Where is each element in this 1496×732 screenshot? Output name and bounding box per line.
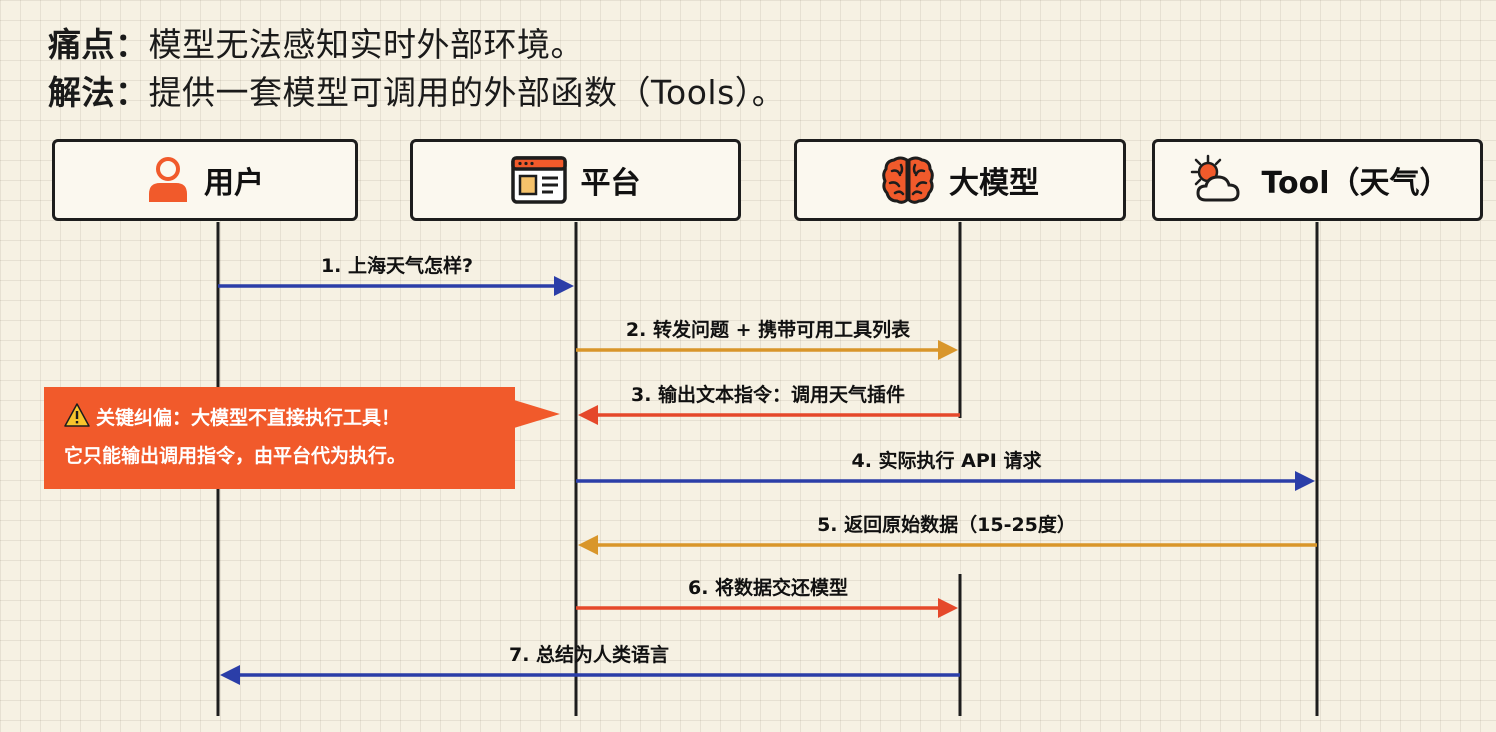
message-label-4: 4. 实际执行 API 请求 (851, 450, 1042, 472)
message-label-7: 7. 总结为人类语言 (508, 644, 670, 666)
pain-point-text: 模型无法感知实时外部环境。 (148, 25, 584, 64)
actor-llm: 大模型 (794, 139, 1126, 221)
actor-user: 用户 (52, 139, 358, 221)
actor-llm-label: 大模型 (949, 166, 1039, 201)
solution-line: 解法：提供一套模型可调用的外部函数（Tools）。 (48, 66, 785, 114)
browser-window-icon (510, 156, 567, 204)
key-correction-callout: 关键纠偏：大模型不直接执行工具！ 它只能输出调用指令，由平台代为执行。 (44, 387, 515, 489)
user-icon (146, 156, 190, 204)
message-label-1: 1. 上海天气怎样? (320, 255, 474, 277)
message-label-6: 6. 将数据交还模型 (687, 577, 849, 599)
sun-cloud-icon (1186, 154, 1248, 206)
message-arrowhead-2 (938, 340, 958, 360)
callout-line-2: 它只能输出调用指令，由平台代为执行。 (64, 445, 407, 467)
message-arrowhead-3 (578, 405, 598, 425)
message-arrowhead-5 (578, 535, 598, 555)
actor-tool: Tool（天气） (1152, 139, 1483, 221)
message-arrowhead-6 (938, 598, 958, 618)
callout-line-1: 关键纠偏：大模型不直接执行工具！ (64, 401, 505, 439)
pain-point-line: 痛点：模型无法感知实时外部环境。 (48, 18, 584, 66)
callout-pointer (514, 400, 560, 428)
callout-line-1-text: 关键纠偏：大模型不直接执行工具！ (96, 407, 401, 429)
message-arrowhead-7 (220, 665, 240, 685)
message-arrowhead-1 (554, 276, 574, 296)
actor-platform-label: 平台 (580, 166, 641, 201)
solution-label: 解法： (48, 73, 149, 112)
message-label-2: 2. 转发问题 + 携带可用工具列表 (625, 319, 911, 341)
actor-user-label: 用户 (204, 166, 264, 201)
brain-icon (881, 155, 935, 205)
message-label-3: 3. 输出文本指令：调用天气插件 (630, 384, 906, 406)
actor-tool-label: Tool（天气） (1261, 166, 1450, 201)
solution-text: 提供一套模型可调用的外部函数（Tools）。 (148, 73, 786, 112)
message-arrowhead-4 (1295, 471, 1315, 491)
actor-platform: 平台 (410, 139, 741, 221)
message-label-5: 5. 返回原始数据（15-25度） (817, 514, 1076, 536)
pain-point-label: 痛点： (48, 25, 149, 64)
warning-icon (64, 403, 90, 439)
